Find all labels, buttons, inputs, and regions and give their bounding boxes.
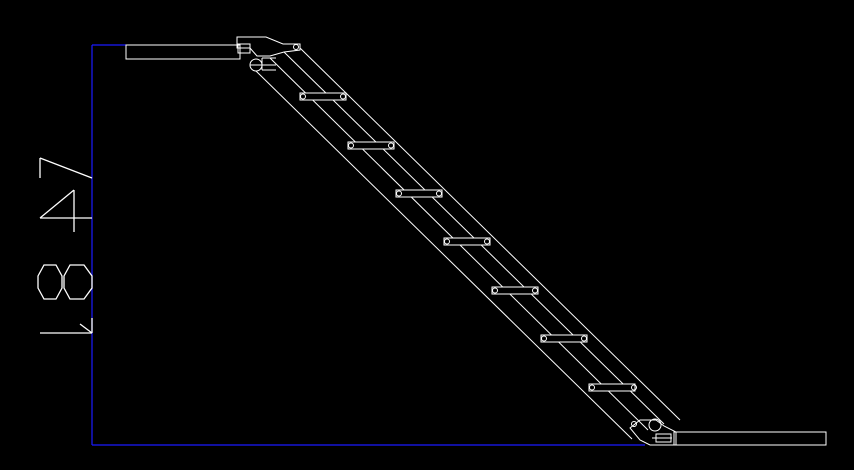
rung [299, 92, 347, 101]
bottom-bracket [629, 419, 677, 446]
bottom-platform-plate [673, 431, 827, 446]
dim-digit-4 [39, 189, 92, 232]
ladder-rungs [299, 92, 637, 392]
dimension-group [91, 44, 645, 446]
dim-digit-1 [40, 318, 93, 334]
dim-digit-7 [39, 157, 93, 179]
rung [443, 237, 491, 246]
stringer-line-1 [255, 70, 633, 440]
dim-digit-8 [37, 264, 93, 300]
stringer-line-4 [299, 47, 681, 421]
bottom-pivot-pin [648, 418, 662, 432]
bottom-hook-icon [631, 421, 637, 427]
rung [540, 334, 588, 343]
rung [588, 383, 637, 392]
top-platform-plate [125, 44, 241, 60]
rung [395, 189, 443, 198]
rung [347, 141, 395, 150]
top-hook-icon [293, 44, 299, 50]
bottom-platform [629, 418, 827, 446]
top-platform [125, 36, 301, 72]
dimension-text-1847 [37, 157, 93, 334]
top-bracket-inner [237, 43, 251, 54]
rung [491, 286, 539, 295]
